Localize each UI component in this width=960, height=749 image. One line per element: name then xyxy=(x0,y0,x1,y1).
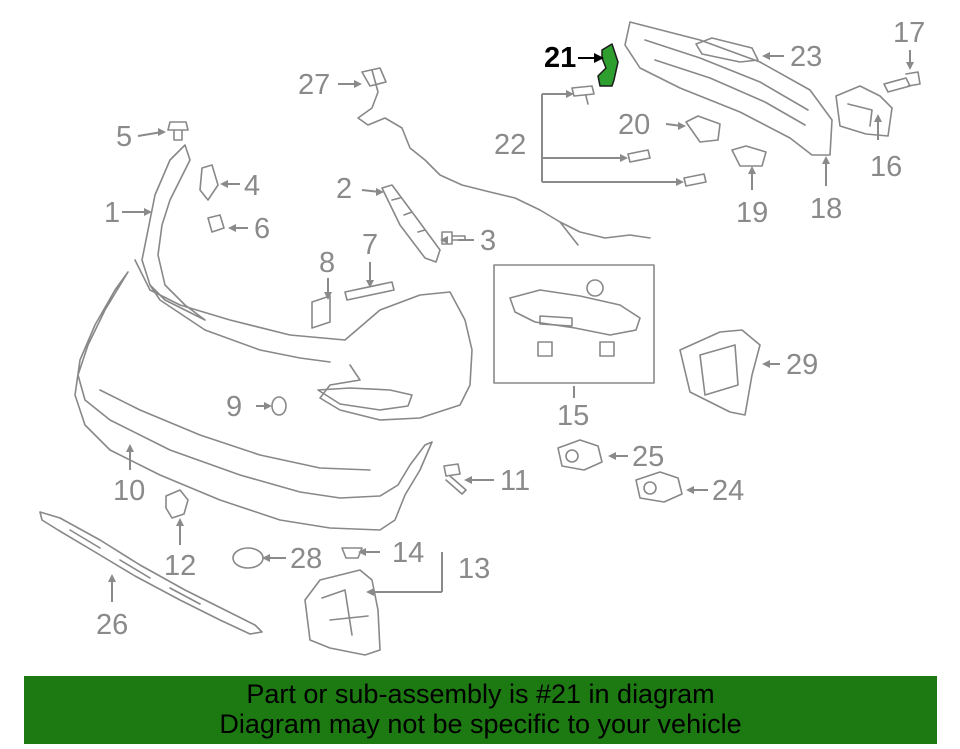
part-20-bracket xyxy=(685,115,721,143)
banner-line-part-number: Part or sub-assembly is #21 in diagram xyxy=(246,679,715,709)
part-12-clip xyxy=(165,489,189,519)
callout-2: 2 xyxy=(336,173,352,205)
callout-10: 10 xyxy=(113,475,145,507)
part-7-reflector xyxy=(344,281,395,301)
part-17-bolt xyxy=(883,71,921,93)
part-18-reinforcement-beam xyxy=(624,21,833,156)
info-banner: Part or sub-assembly is #21 in diagram D… xyxy=(24,676,937,744)
callout-26: 26 xyxy=(96,609,128,641)
part-28-grommet xyxy=(232,547,264,569)
callout-28: 28 xyxy=(290,543,322,575)
part-13-bracket xyxy=(304,569,381,656)
part-10-bumper-cover xyxy=(74,259,473,531)
callout-16: 16 xyxy=(870,151,902,183)
part-25-sensor xyxy=(557,439,603,471)
callout-13: 13 xyxy=(458,553,490,585)
callout-labels: 1 2 3 4 5 6 7 8 9 10 11 12 13 14 15 16 1… xyxy=(96,17,925,641)
part-5-clip xyxy=(167,121,189,141)
callout-9: 9 xyxy=(226,391,242,423)
callout-7: 7 xyxy=(362,229,378,261)
part-16-bracket xyxy=(835,85,893,137)
part-22-bolts xyxy=(571,85,707,187)
part-27-wiring-harness xyxy=(357,67,651,246)
callout-4: 4 xyxy=(244,170,260,202)
part-2-side-bracket xyxy=(381,184,441,263)
part-26-lower-molding xyxy=(39,511,263,635)
part-14-nut xyxy=(341,547,363,559)
callout-15: 15 xyxy=(557,400,589,432)
part-29-sensor-housing xyxy=(679,329,761,416)
part-11-screw xyxy=(443,463,467,495)
part-21-highlighted-bracket xyxy=(597,43,619,87)
part-1-bumper-bracket xyxy=(141,144,331,363)
callout-17: 17 xyxy=(893,17,925,49)
part-8-pad xyxy=(311,295,331,329)
parts-diagram: 1 2 3 4 5 6 7 8 9 10 11 12 13 14 15 16 1… xyxy=(39,17,925,656)
callout-12: 12 xyxy=(164,550,196,582)
callout-11: 11 xyxy=(500,465,530,497)
part-23-bracket xyxy=(695,37,759,63)
callout-27: 27 xyxy=(298,69,330,101)
callout-25: 25 xyxy=(632,441,664,473)
part-15-lamp-box xyxy=(493,264,655,384)
callout-6: 6 xyxy=(254,213,270,245)
part-6-nut xyxy=(207,214,225,233)
callout-19: 19 xyxy=(736,197,768,229)
callout-22: 22 xyxy=(494,129,526,161)
banner-line-disclaimer: Diagram may not be specific to your vehi… xyxy=(219,709,742,739)
arrowheads xyxy=(108,52,914,596)
callout-3: 3 xyxy=(480,225,496,257)
callout-8: 8 xyxy=(319,247,335,279)
callout-18: 18 xyxy=(810,193,842,225)
callout-21: 21 xyxy=(544,42,576,74)
part-4-bracket xyxy=(199,164,219,201)
callout-24: 24 xyxy=(712,475,744,507)
callout-5: 5 xyxy=(116,121,132,153)
callout-14: 14 xyxy=(392,537,424,569)
callout-1: 1 xyxy=(104,197,120,229)
callout-20: 20 xyxy=(618,109,650,141)
callout-23: 23 xyxy=(790,41,822,73)
callout-29: 29 xyxy=(786,349,818,381)
part-9-ring xyxy=(271,396,287,416)
part-24-sensor xyxy=(635,471,683,503)
part-19-bracket xyxy=(731,145,767,167)
